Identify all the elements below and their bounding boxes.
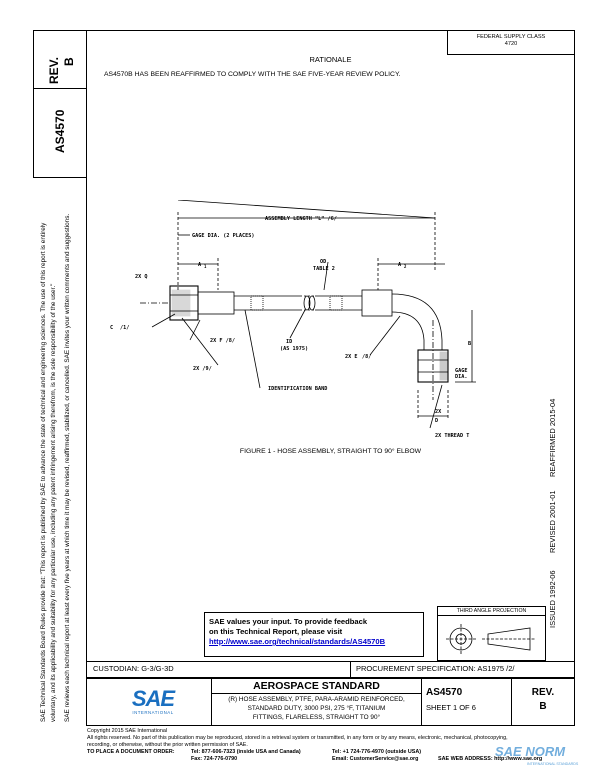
two-x-e-suffix: /8/	[362, 354, 371, 360]
watermark-text: SAE NORM	[495, 744, 566, 759]
custodian-label: CUSTODIAN: G-3/G-3D	[93, 664, 174, 673]
desc-line-1: (R) HOSE ASSEMBLY, PTFE, PARA-ARAMID REI…	[228, 696, 405, 703]
two-x-f-label: 2X F /8/	[210, 338, 235, 344]
hose-assembly-drawing: ASSEMBLY LENGTH "L" /6/ GAGE DIA. (2 PLA…	[110, 200, 476, 439]
d-label: D	[435, 418, 438, 424]
projection-title: THIRD ANGLE PROJECTION	[456, 608, 527, 614]
rev-label-vertical: REV.	[47, 57, 61, 84]
rationale-title: RATIONALE	[309, 55, 352, 64]
projection-divider	[437, 615, 546, 616]
order-label: TO PLACE A DOCUMENT ORDER:	[87, 749, 175, 755]
title-block-top-rule	[87, 661, 575, 662]
table2-label: TABLE 2	[313, 266, 335, 272]
projection-symbol	[446, 624, 536, 654]
doc-number: AS4570	[426, 687, 463, 698]
frame-top-rule	[33, 30, 575, 31]
frame-left-rule	[86, 30, 87, 726]
c-label: C	[110, 325, 113, 331]
as1975-label: (AS 1975)	[280, 346, 308, 352]
tb-divider-1	[211, 677, 212, 725]
left-col-divider-1	[33, 88, 86, 89]
rev-value: B	[539, 701, 547, 712]
frame-right-rule	[574, 30, 575, 726]
legal-line-1: SAE Technical Standards Board Rules prov…	[40, 222, 47, 722]
left-col-divider-2	[33, 177, 86, 178]
footer-copyright: Copyright 2015 SAE International	[87, 728, 168, 734]
feedback-box	[204, 612, 424, 657]
two-x-9-label: 2X /9/	[193, 366, 212, 372]
gage-dia-label-2: GAGE	[455, 368, 468, 374]
a2-label: A	[398, 262, 402, 268]
footer-fax: Fax: 724-776-0790	[191, 756, 238, 762]
id-label: ID	[286, 339, 292, 345]
footer-rights-1: All rights reserved. No part of this pub…	[87, 735, 508, 741]
revised-date: REVISED 2001-01	[548, 490, 557, 553]
title-block-mid-rule	[87, 677, 575, 679]
sae-logo-text: SAE	[131, 686, 175, 711]
supply-class-box	[447, 30, 575, 55]
left-col-rule	[33, 30, 34, 178]
sae-logo: SAE INTERNATIONAL	[124, 686, 182, 718]
footer-email: Email: CustomerService@sae.org	[332, 756, 419, 762]
c-suffix-label: /1/	[120, 325, 129, 331]
standard-title: AEROSPACE STANDARD	[253, 680, 380, 692]
feedback-line-1: SAE values your input. To provide feedba…	[209, 617, 368, 626]
gage-dia-label: GAGE DIA. (2 PLACES)	[192, 233, 254, 239]
two-x-thread-label: 2X THREAD T	[435, 433, 469, 439]
tb-divider-2	[421, 677, 422, 725]
footer-rights-2: recording, or otherwise, without the pri…	[87, 742, 248, 748]
a2-sub: 2	[404, 264, 407, 269]
sae-logo-sub: INTERNATIONAL	[132, 710, 174, 715]
b-label: B	[468, 341, 471, 347]
two-x-e-label: 2X E	[345, 354, 358, 360]
assembly-length-dim-line	[177, 200, 436, 219]
legal-line-3: SAE reviews each technical report at lea…	[64, 213, 71, 722]
legal-line-2: voluntary, and its applicability and sui…	[50, 283, 57, 722]
rationale-text: AS4570B HAS BEEN REAFFIRMED TO COMPLY WI…	[104, 71, 401, 78]
two-x-q-label: 2X Q	[135, 274, 148, 280]
reaffirmed-date: REAFFIRMED 2015-04	[548, 398, 557, 477]
tb-divider-3	[511, 677, 512, 725]
tb-standard-rule	[212, 693, 421, 694]
a1-label: A	[198, 262, 202, 268]
sheet-label: SHEET 1 OF 6	[426, 703, 476, 712]
projection-box	[437, 606, 546, 661]
rev-value-vertical: B	[62, 57, 76, 66]
od-label: OD	[320, 259, 326, 265]
doc-number-vertical: AS4570	[53, 109, 67, 153]
gage-dia-label-3: DIA.	[455, 374, 468, 380]
procurement-label: PROCUREMENT SPECIFICATION: AS1975 /2/	[356, 664, 515, 673]
watermark: SAE NORM INTERNATIONAL STANDARDS	[487, 744, 595, 772]
custodian-divider	[350, 661, 351, 677]
desc-line-3: FITTINGS, FLARELESS, STRAIGHT TO 90°	[252, 714, 381, 721]
supply-class-code: 4720	[504, 41, 518, 47]
footer-web[interactable]: SAE WEB ADDRESS: http://www.sae.org	[438, 756, 543, 762]
two-x-bottom-label: 2X	[435, 409, 442, 415]
footer-tel2: Tel: +1 724-776-4970 (outside USA)	[332, 749, 422, 755]
rev-label: REV.	[531, 687, 555, 698]
figure-caption: FIGURE 1 - HOSE ASSEMBLY, STRAIGHT TO 90…	[239, 448, 422, 455]
a1-sub: 1	[204, 264, 207, 269]
issued-date: ISSUED 1992-06	[548, 570, 557, 628]
supply-class-label: FEDERAL SUPPLY CLASS	[476, 34, 546, 40]
assembly-length-label: ASSEMBLY LENGTH "L" /6/	[265, 216, 337, 222]
desc-line-2: STANDARD DUTY, 3000 PSI, 275 °F, TITANIU…	[247, 705, 386, 712]
title-block-bottom-rule	[87, 725, 575, 726]
feedback-line-2: on this Technical Report, please visit	[209, 627, 343, 636]
footer-tel1: Tel: 877-606-7323 (inside USA and Canada…	[191, 749, 301, 755]
feedback-link[interactable]: http://www.sae.org/technical/standards/A…	[209, 637, 386, 646]
ident-band-label: IDENTIFICATION BAND	[268, 386, 327, 392]
watermark-sub: INTERNATIONAL STANDARDS	[527, 762, 579, 766]
